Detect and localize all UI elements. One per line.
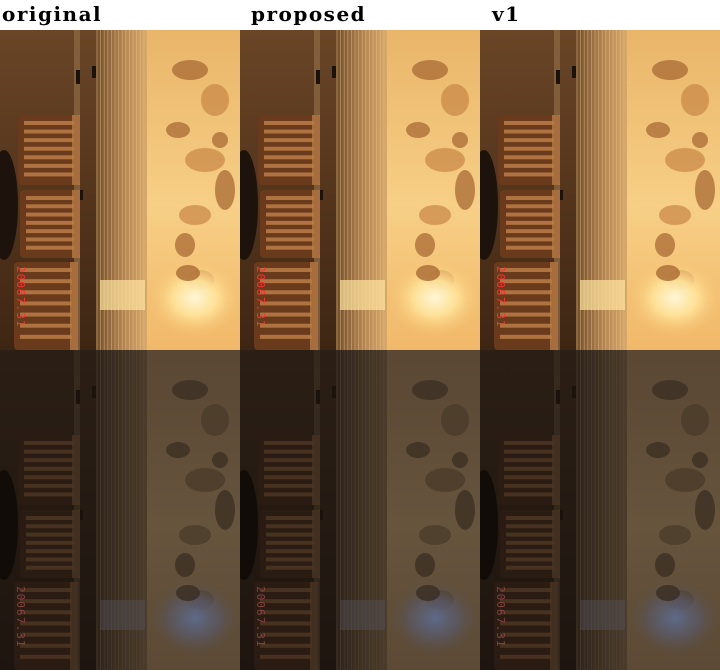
date-stamp: 20067.31 — [13, 586, 27, 670]
date-stamp: 20067.31 — [253, 266, 267, 350]
date-stamp-year: 2006 — [14, 586, 27, 617]
date-stamp: 20067.31 — [13, 266, 27, 350]
panel-v1-dark: 20067.31 — [480, 350, 720, 670]
date-stamp: 20067.31 — [493, 586, 507, 670]
date-stamp-day: 7.31 — [254, 296, 267, 328]
sunset-photo — [240, 350, 480, 670]
column-label-original: original — [2, 2, 103, 26]
date-stamp-day: 7.31 — [14, 616, 27, 648]
panel-proposed-bright: 20067.31 — [240, 30, 480, 350]
panel-original-dark: 20067.31 — [0, 350, 240, 670]
sunset-photo — [0, 30, 240, 350]
panel-v1-bright: 20067.31 — [480, 30, 720, 350]
panel-proposed-dark: 20067.31 — [240, 350, 480, 670]
date-stamp: 20067.31 — [253, 586, 267, 670]
column-label-v1: v1 — [492, 2, 521, 26]
date-stamp-year: 2006 — [254, 586, 267, 617]
column-header: original proposed v1 — [0, 0, 720, 30]
date-stamp-year: 2006 — [494, 266, 507, 297]
date-stamp-day: 7.31 — [14, 296, 27, 328]
date-stamp-day: 7.31 — [254, 616, 267, 648]
date-stamp-year: 2006 — [254, 266, 267, 297]
sunset-photo — [480, 30, 720, 350]
date-stamp-year: 2006 — [494, 586, 507, 617]
sunset-photo — [240, 30, 480, 350]
date-stamp-day: 7.31 — [494, 296, 507, 328]
sunset-photo — [480, 350, 720, 670]
date-stamp-day: 7.31 — [494, 616, 507, 648]
date-stamp: 20067.31 — [493, 266, 507, 350]
sunset-photo — [0, 350, 240, 670]
date-stamp-year: 2006 — [14, 266, 27, 297]
panel-original-bright: 20067.31 — [0, 30, 240, 350]
image-grid: 20067.31 20067.31 20067.31 20067.31 2006… — [0, 30, 720, 670]
column-label-proposed: proposed — [251, 2, 367, 26]
